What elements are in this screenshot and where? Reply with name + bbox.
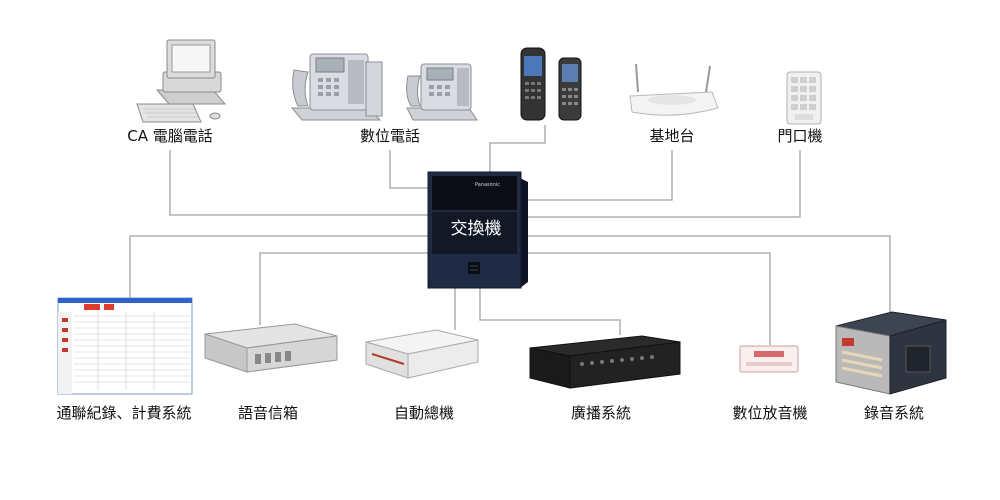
cordless-phone-icon — [520, 47, 582, 121]
label-recording-system: 錄音系統 — [863, 404, 925, 422]
label-digital-announcer: 數位放音機 — [732, 404, 808, 422]
line-billing — [129, 235, 430, 298]
computer-icon — [136, 39, 227, 123]
voicemail-unit-icon — [204, 323, 338, 373]
label-door-intercom: 門口機 — [777, 127, 823, 145]
billing-software-screen-icon — [57, 297, 193, 395]
pbx-label: 交換機 — [450, 219, 502, 239]
line-announcer — [523, 252, 771, 345]
line-voicemail — [259, 252, 430, 325]
door-intercom-icon — [786, 71, 822, 125]
line-ca — [169, 150, 430, 216]
label-paging-system: 廣播系統 — [570, 404, 632, 422]
label-voicemail: 語音信箱 — [237, 404, 299, 422]
connection-lines — [129, 125, 891, 345]
desk-phone-icon — [290, 53, 478, 121]
label-auto-attendant: 自動總機 — [393, 404, 455, 422]
label-billing-system: 通聯紀錄、計費系統 — [56, 404, 192, 422]
label-base-station: 基地台 — [649, 127, 695, 145]
line-paging — [479, 288, 621, 335]
pbx-brand-text: Panasonic — [475, 182, 500, 188]
line-digital-phone — [389, 150, 430, 189]
line-door-intercom — [523, 150, 801, 218]
line-mobile — [489, 125, 546, 175]
line-recorder — [523, 235, 891, 312]
amplifier-icon — [529, 335, 681, 389]
wireless-base-station-icon — [629, 63, 719, 116]
label-digital-phone: 數位電話 — [359, 127, 421, 145]
label-ca-computer-phone: CA 電腦電話 — [127, 127, 213, 145]
pbx-cabinet[interactable]: Panasonic — [427, 171, 528, 289]
line-base-station — [523, 150, 673, 201]
recorder-server-icon — [835, 311, 947, 395]
digital-announcer-icon — [739, 345, 799, 373]
auto-attendant-unit-icon — [365, 329, 479, 379]
